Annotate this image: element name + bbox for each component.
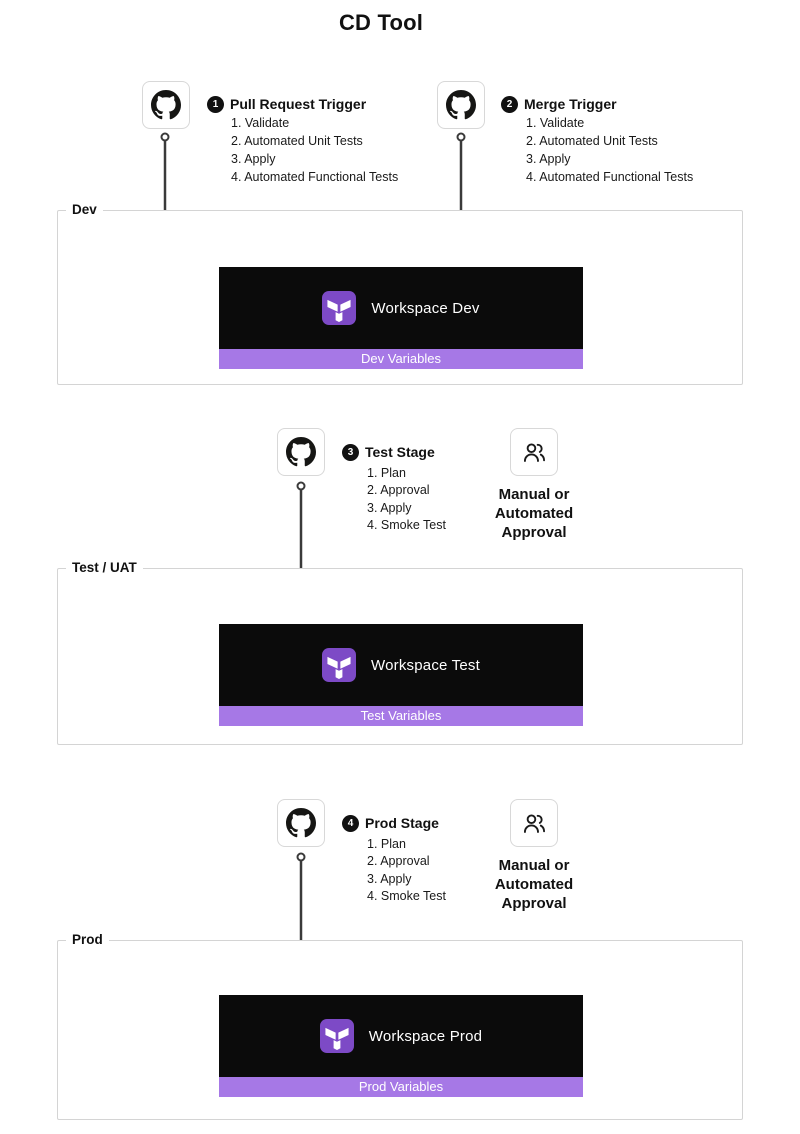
github-icon (151, 90, 181, 120)
workspace-name: Workspace Test (371, 656, 480, 674)
step-number-badge: 4 (342, 815, 359, 832)
step-number-badge: 3 (342, 444, 359, 461)
trigger-title: Merge Trigger (524, 96, 617, 112)
step-item: 4. Automated Functional Tests (526, 170, 694, 184)
step-item: 1. Validate (231, 116, 290, 130)
workspace-name: Workspace Prod (368, 1027, 483, 1045)
step-item: 3. Apply (367, 871, 412, 886)
env-label: Dev (66, 202, 103, 217)
approval-line: Approval (501, 895, 567, 912)
env-label: Prod (66, 932, 109, 947)
page-title: CD Tool (338, 10, 424, 35)
approval-box (510, 799, 558, 847)
github-icon (286, 437, 316, 467)
step-item: 2. Automated Unit Tests (526, 134, 658, 148)
terraform-icon (319, 1019, 354, 1053)
step-item: 2. Automated Unit Tests (231, 134, 363, 148)
anchor-dot (160, 132, 170, 142)
trigger-steps: 1. Validate 2. Automated Unit Tests 3. A… (526, 114, 693, 186)
variables-bar: Test Variables (219, 706, 583, 726)
workspace-panel: Workspace Test (219, 624, 583, 706)
terraform-icon (322, 648, 357, 682)
github-icon (286, 808, 316, 838)
step-item: 1. Validate (526, 116, 585, 130)
step-item: 4. Smoke Test (367, 888, 446, 903)
people-icon (521, 810, 548, 837)
step-item: 1. Plan (367, 837, 406, 851)
env-label: Test / UAT (66, 560, 143, 575)
approval-line: Manual or (498, 486, 570, 503)
stage-title: Test Stage (365, 444, 435, 460)
stage-steps: 1. Plan 2. Approval 3. Apply 4. Smoke Te… (367, 836, 446, 905)
github-repo-box (142, 81, 190, 129)
approval-line: Automated (494, 505, 574, 522)
variables-bar: Dev Variables (219, 349, 583, 369)
github-repo-box (277, 799, 325, 847)
step-number-badge: 1 (207, 96, 224, 113)
step-item: 3. Apply (231, 152, 276, 166)
github-icon (446, 90, 476, 120)
step-item: 2. Approval (367, 854, 430, 869)
terraform-icon (322, 291, 357, 325)
approval-line: Manual or (498, 857, 570, 874)
stage-title: Prod Stage (365, 815, 439, 831)
workspace-box-dev: Workspace Dev Dev Variables (219, 267, 583, 369)
github-repo-box (437, 81, 485, 129)
step-item: 4. Automated Functional Tests (231, 170, 399, 184)
step-item: 2. Approval (367, 483, 430, 498)
github-repo-box (277, 428, 325, 476)
anchor-dot (296, 481, 306, 491)
step-item: 3. Apply (367, 500, 412, 515)
step-item: 3. Apply (526, 152, 571, 166)
workspace-box-prod: Workspace Prod Prod Variables (219, 995, 583, 1097)
variables-bar: Prod Variables (219, 1077, 583, 1097)
anchor-dot (296, 852, 306, 862)
stage-steps: 1. Plan 2. Approval 3. Apply 4. Smoke Te… (367, 465, 446, 534)
trigger-title: Pull Request Trigger (230, 96, 367, 112)
trigger-steps: 1. Validate 2. Automated Unit Tests 3. A… (231, 114, 398, 186)
workspace-box-test: Workspace Test Test Variables (219, 624, 583, 726)
step-item: 1. Plan (367, 466, 406, 480)
step-number-badge: 2 (501, 96, 518, 113)
workspace-name: Workspace Dev (371, 299, 480, 317)
anchor-dot (456, 132, 466, 142)
people-icon (521, 439, 548, 466)
approval-label: Manual or Automated Approval (474, 856, 594, 913)
workspace-panel: Workspace Prod (219, 995, 583, 1077)
approval-line: Approval (501, 524, 567, 541)
step-item: 4. Smoke Test (367, 517, 446, 532)
approval-line: Automated (494, 876, 574, 893)
approval-box (510, 428, 558, 476)
approval-label: Manual or Automated Approval (474, 485, 594, 542)
workspace-panel: Workspace Dev (219, 267, 583, 349)
